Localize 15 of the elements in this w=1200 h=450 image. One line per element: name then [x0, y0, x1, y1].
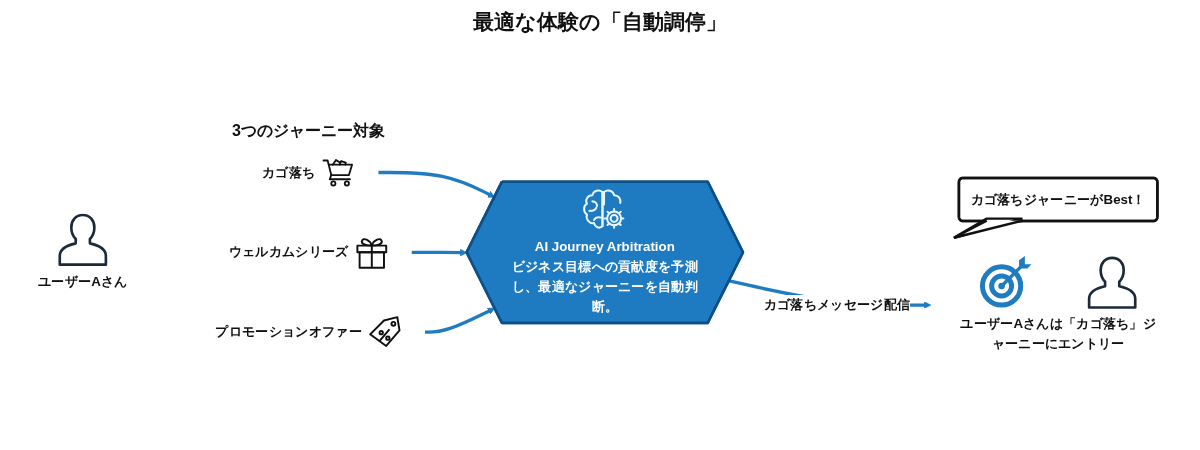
user-name: ユーザーAさん: [37, 273, 128, 289]
hexagon-description: ビジネス目標への貢献度を予測し、最適なジャーニーを自動判断。: [511, 259, 698, 314]
result-text: ユーザーAさんは「カゴ落ち」ジャーニーにエントリー: [960, 316, 1157, 351]
diagram-title: 最適な体験の「自動調停」: [473, 10, 727, 33]
journey-name: プロモーションオファー: [215, 324, 362, 339]
arrow: [425, 307, 496, 334]
journey-name: カゴ落ち: [262, 165, 316, 180]
arrow: [378, 170, 496, 198]
section-label: 3つのジャーニー対象: [232, 121, 385, 141]
speech-text: カゴ落ちジャーニーがBest！: [970, 192, 1146, 207]
arrow: [411, 248, 468, 257]
hexagon-title: AI Journey Arbitration: [534, 239, 675, 254]
edge-label: カゴ落ちメッセージ配信: [763, 297, 911, 312]
journey-name: ウェルカムシリーズ: [228, 244, 349, 259]
speech-bubble: [952, 176, 1159, 239]
